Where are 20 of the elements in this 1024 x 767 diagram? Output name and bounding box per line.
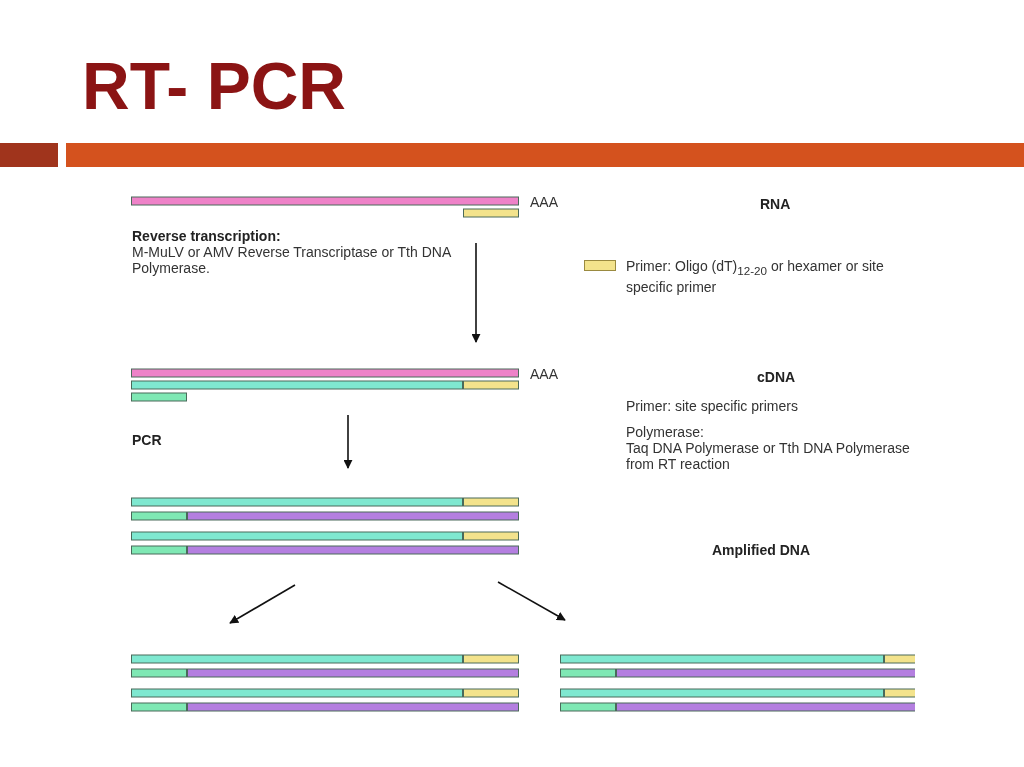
arrow: [343, 414, 353, 469]
dna-strands-drawing: [130, 654, 522, 714]
dna-strands-drawing: [130, 497, 522, 557]
poly-a-tail-label: AAA: [530, 366, 558, 382]
dna-strands-drawing: [559, 654, 915, 714]
stage-label: cDNA: [757, 369, 796, 385]
note-text: M-MuLV or AMV Reverse Transcriptase or Tth DNA Polymerase.: [132, 244, 452, 276]
poly-a-tail-label: AAA: [530, 194, 558, 210]
step-heading: Reverse transcription:: [132, 228, 281, 244]
slide-title: RT- PCR: [82, 48, 346, 124]
note-text: Primer: site specific primers: [626, 398, 798, 414]
step-heading: PCR: [132, 432, 162, 448]
stage-label: RNA: [760, 196, 791, 212]
arrow: [497, 581, 566, 621]
note-text: Taq DNA Polymerase or Tth DNA Polymerase from RT reaction: [626, 440, 911, 472]
arrow: [229, 584, 296, 624]
stage-label: Amplified DNA: [712, 542, 810, 558]
legend-text: Primer: Oligo (dT)$_{12-20}$ or hexamer or site specific primer: [626, 258, 885, 295]
note-text: Polymerase:: [626, 424, 704, 440]
arrow: [471, 242, 481, 343]
